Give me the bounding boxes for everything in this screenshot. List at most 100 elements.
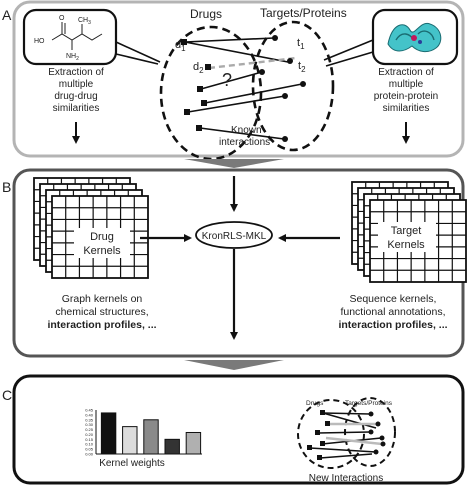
t2-label: t2: [298, 60, 306, 74]
edge-d1-t2: [184, 41, 289, 63]
node-d6: [196, 125, 202, 131]
targets-label: Targets/Proteins: [260, 6, 347, 20]
kernel-weights-label: Kernel weights: [99, 458, 165, 469]
new-interactions-mini-diagram: Drugs Targets/Proteins: [297, 397, 396, 484]
node-d3: [197, 86, 203, 92]
kernel-weights-chart: 0.450.400.350.300.250.200.150.100.050.00: [85, 408, 202, 457]
svg-text:chemical structures,: chemical structures,: [55, 306, 148, 318]
molecule-o: O: [59, 15, 65, 22]
target-kernels-label-2: Kernels: [387, 239, 425, 251]
t1-label: t1: [297, 37, 305, 51]
molecule-bubble: [22, 8, 118, 66]
kronrls-mkl-node: [195, 221, 273, 249]
drug-kernel-caption: Graph kernels on chemical structures, in…: [47, 293, 156, 331]
edge-6: [199, 127, 285, 140]
protein-pointer: [323, 39, 374, 61]
mini-new-edges: [325, 422, 383, 446]
transition-arrow-b-c: [184, 360, 284, 370]
node-t3: [259, 69, 265, 75]
y-tick-label: 0.05: [85, 447, 94, 452]
node-d2: [205, 64, 211, 70]
node-d4: [201, 100, 207, 106]
svg-text:interaction profiles, ...: interaction profiles, ...: [47, 319, 156, 331]
interaction-nodes: [181, 35, 306, 142]
node-t6: [282, 136, 288, 142]
molecule-pointer: [115, 41, 161, 63]
targets-ellipse: [251, 20, 335, 152]
panel-c-frame: [12, 374, 465, 485]
protein-callout: [323, 8, 459, 67]
y-tick-label: 0.30: [85, 422, 94, 427]
known-interactions-line1: Known: [231, 125, 262, 136]
protein-similarity-caption: Extraction of multiple protein-protein s…: [374, 67, 438, 114]
svg-text:functional annotations,: functional annotations,: [340, 306, 445, 318]
unknown-edge-d2-t2: [208, 56, 297, 70]
molecule-structure: [51, 22, 103, 50]
drugs-label: Drugs: [190, 7, 222, 21]
node-t2: [287, 58, 293, 64]
drug-kernels-label-2: Kernels: [83, 245, 121, 257]
panel-a-letter: A: [2, 7, 12, 23]
svg-text:multiple: multiple: [59, 79, 94, 90]
panel-b: B Drug Kernels Target Kernels KronRLS-MK…: [2, 168, 467, 358]
y-tick-label: 0.20: [85, 432, 94, 437]
mini-nodes: [307, 410, 386, 460]
drug-similarity-caption: Extraction of multiple drug-drug similar…: [48, 67, 104, 114]
panel-c-letter: C: [2, 387, 12, 403]
panel-a-frame: [12, 0, 465, 158]
svg-text:similarities: similarities: [383, 103, 430, 114]
y-tick-label: 0.45: [85, 408, 94, 413]
kernel-weight-bar: [100, 412, 117, 455]
edge-3: [200, 71, 263, 90]
protein-structure: [387, 22, 442, 53]
kernel-weight-bar: [164, 438, 180, 455]
y-tick-label: 0.00: [85, 452, 94, 457]
known-interaction-edges: [184, 37, 303, 140]
node-d5: [184, 109, 190, 115]
panel-c: C 0.450.400.350.300.250.200.150.100.050.…: [2, 374, 465, 485]
svg-text:Extraction of: Extraction of: [48, 67, 104, 78]
node-t1: [272, 35, 278, 41]
molecule-nh2: NH2: [66, 53, 79, 62]
target-kernels-label-bg: [378, 222, 436, 252]
y-tick-label: 0.40: [85, 412, 94, 417]
kernel-weight-bar: [143, 419, 159, 455]
node-t5: [282, 93, 288, 99]
kronrls-mkl-label: KronRLS-MKL: [202, 231, 267, 242]
mini-targets-label: Targets/Proteins: [345, 400, 393, 407]
d1-label: d1: [175, 39, 186, 53]
panel-a: A HO O CH3 NH2: [2, 0, 465, 161]
edge-5: [187, 95, 286, 113]
mini-drugs-ellipse: [297, 399, 365, 469]
new-interactions-label: New Interactions: [309, 473, 383, 484]
edge-d1-t1: [184, 37, 275, 43]
y-tick-label: 0.25: [85, 427, 94, 432]
transition-arrow-a-b: [184, 159, 284, 168]
y-tick-label: 0.15: [85, 437, 94, 442]
kernel-weight-bar: [122, 426, 138, 455]
known-interactions-line2: interactions: [219, 137, 270, 148]
node-d1: [181, 39, 187, 45]
molecule-ho: HO: [34, 38, 45, 45]
panel-b-letter: B: [2, 179, 11, 195]
svg-text:Graph kernels on: Graph kernels on: [62, 293, 143, 305]
edge-4: [204, 83, 303, 104]
svg-text:drug-drug: drug-drug: [54, 91, 97, 102]
svg-text:protein-protein: protein-protein: [374, 91, 438, 102]
target-kernel-caption: Sequence kernels, functional annotations…: [338, 293, 447, 331]
svg-text:interaction profiles, ...: interaction profiles, ...: [338, 319, 447, 331]
y-tick-label: 0.35: [85, 417, 94, 422]
svg-text:multiple: multiple: [389, 79, 424, 90]
y-tick-label: 0.10: [85, 442, 94, 447]
protein-pointer-2: [325, 51, 374, 67]
molecule-pointer-2: [115, 53, 159, 65]
svg-text:Extraction of: Extraction of: [378, 67, 434, 78]
mini-drugs-label: Drugs: [306, 400, 324, 407]
kernel-weight-bar: [185, 431, 202, 455]
drug-kernels-label-1: Drug: [90, 231, 114, 243]
molecule-ch3: CH3: [78, 17, 91, 26]
d2-label: d2: [193, 61, 204, 75]
mini-edges: [309, 412, 382, 459]
svg-text:similarities: similarities: [53, 103, 100, 114]
